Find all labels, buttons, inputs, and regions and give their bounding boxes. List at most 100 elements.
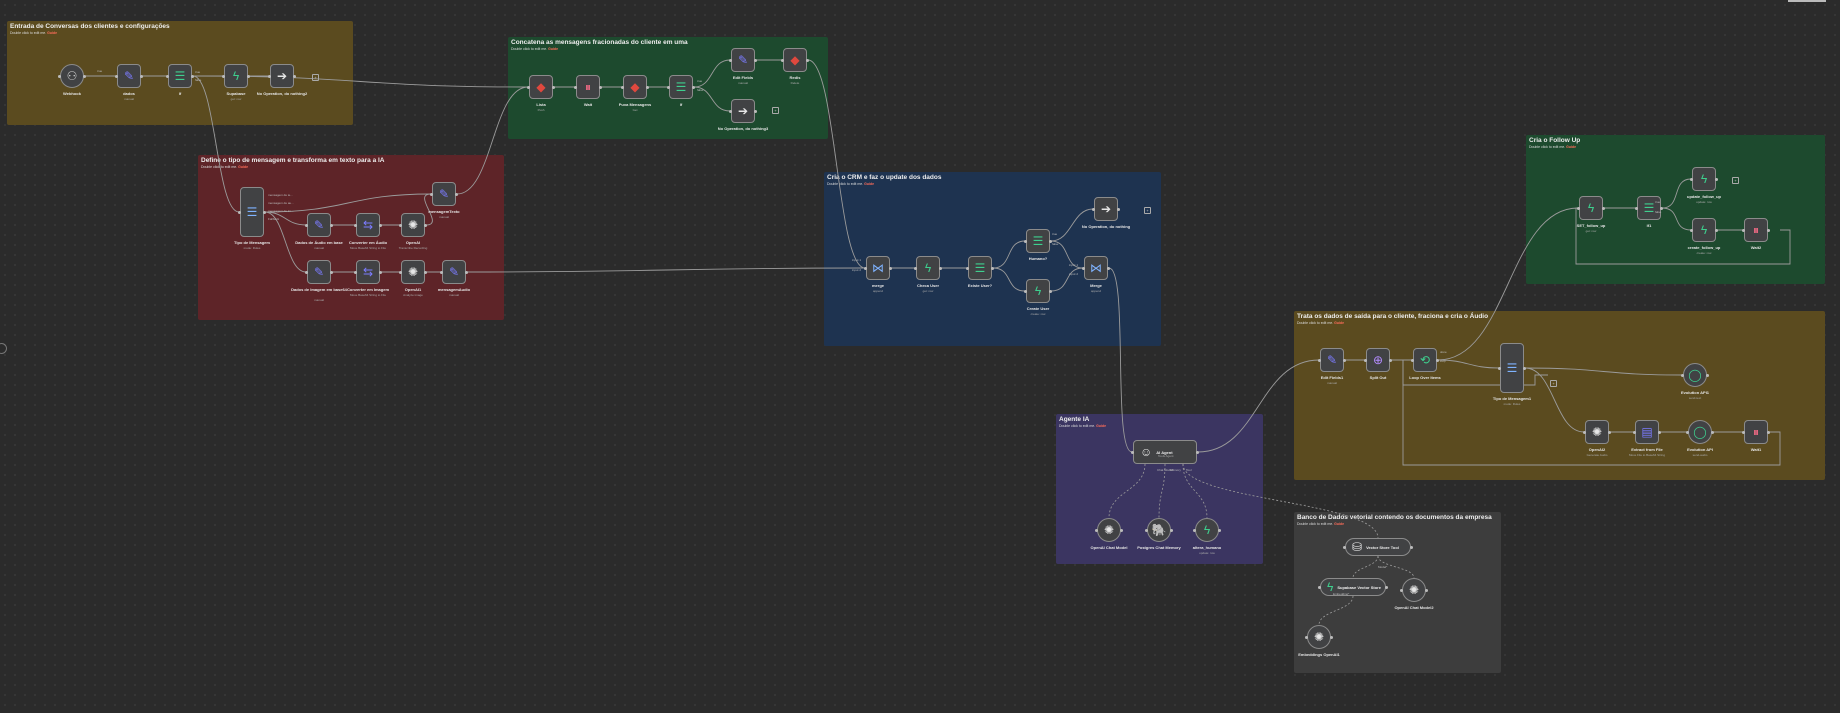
output-handle[interactable]	[1049, 289, 1052, 293]
input-handle[interactable]	[1193, 528, 1196, 532]
input-handle[interactable]	[914, 266, 917, 270]
output-handle[interactable]	[806, 58, 809, 62]
input-handle[interactable]	[268, 74, 271, 78]
output-handle[interactable]	[1425, 588, 1428, 592]
output-handle[interactable]	[465, 270, 468, 274]
input-handle[interactable]	[440, 270, 443, 274]
input-handle[interactable]	[430, 192, 433, 196]
input-handle[interactable]	[1411, 358, 1414, 362]
input-handle[interactable]	[1318, 358, 1321, 362]
output-handle[interactable]	[263, 210, 266, 214]
node-redis[interactable]: ◆	[783, 48, 807, 72]
input-handle[interactable]	[729, 58, 732, 62]
input-handle[interactable]	[354, 270, 357, 274]
input-handle[interactable]	[966, 266, 969, 270]
output-handle[interactable]	[1436, 358, 1439, 362]
output-handle[interactable]	[293, 74, 296, 78]
node-chatmodel[interactable]: ✺	[1097, 518, 1121, 542]
input-handle[interactable]	[1024, 289, 1027, 293]
input-handle[interactable]	[1686, 430, 1689, 434]
node-openai3[interactable]: ✺	[1585, 420, 1609, 444]
input-handle[interactable]	[1092, 207, 1095, 211]
add-node-button[interactable]: +	[1550, 380, 1557, 387]
output-handle[interactable]	[552, 85, 555, 89]
input-handle[interactable]	[1024, 239, 1027, 243]
node-noop2[interactable]: ➔	[731, 99, 755, 123]
input-handle[interactable]	[1305, 635, 1308, 639]
input-handle[interactable]	[1577, 206, 1580, 210]
node-createfollow[interactable]: ϟ	[1692, 218, 1716, 242]
input-handle[interactable]	[399, 223, 402, 227]
output-handle[interactable]	[1767, 228, 1770, 232]
output-handle[interactable]	[1608, 430, 1611, 434]
node-loop[interactable]: ⟲	[1413, 348, 1437, 372]
input-handle[interactable]	[1742, 430, 1745, 434]
node-dados[interactable]: ✎	[117, 64, 141, 88]
output-handle[interactable]	[424, 223, 427, 227]
input-handle[interactable]	[667, 85, 670, 89]
output-handle[interactable]	[379, 223, 382, 227]
output-handle[interactable]	[1107, 266, 1110, 270]
input-handle[interactable]	[729, 109, 732, 113]
output-handle[interactable]	[939, 266, 942, 270]
input-handle[interactable]	[781, 58, 784, 62]
output-handle[interactable]	[1711, 430, 1714, 434]
input-handle[interactable]	[399, 270, 402, 274]
node-openai1[interactable]: ✺	[401, 213, 425, 237]
node-merge1[interactable]: ⋈	[866, 256, 890, 280]
input-handle[interactable]	[621, 85, 624, 89]
node-openai2[interactable]: ✺	[401, 260, 425, 284]
output-handle[interactable]	[599, 85, 602, 89]
input-handle[interactable]	[1583, 430, 1586, 434]
node-memory[interactable]: 🐘	[1147, 518, 1171, 542]
node-if3[interactable]: ☰	[1637, 196, 1661, 220]
input-handle[interactable]	[166, 74, 169, 78]
input-handle[interactable]	[1681, 373, 1684, 377]
node-editfields[interactable]: ✎	[731, 48, 755, 72]
node-existeuser[interactable]: ☰	[968, 256, 992, 280]
input-handle[interactable]	[1318, 585, 1321, 589]
output-handle[interactable]	[83, 74, 86, 78]
output-handle[interactable]	[140, 74, 143, 78]
output-handle[interactable]	[1385, 585, 1388, 589]
node-setfollow[interactable]: ϟ	[1579, 196, 1603, 220]
output-handle[interactable]	[754, 109, 757, 113]
node-merge2[interactable]: ⋈	[1084, 256, 1108, 280]
input-handle[interactable]	[1498, 366, 1501, 370]
node-webhook[interactable]: ⚇	[60, 64, 84, 88]
output-handle[interactable]	[1330, 635, 1333, 639]
node-wait2[interactable]: ⏸	[1744, 218, 1768, 242]
output-handle[interactable]	[1196, 450, 1199, 454]
output-handle[interactable]	[889, 266, 892, 270]
input-handle[interactable]	[115, 74, 118, 78]
node-dadosimg[interactable]: ✎	[307, 260, 331, 284]
input-handle[interactable]	[1364, 358, 1367, 362]
output-handle[interactable]	[1715, 228, 1718, 232]
input-handle[interactable]	[1131, 450, 1134, 454]
node-extract[interactable]: ▤	[1635, 420, 1659, 444]
node-msgaudio[interactable]: ✎	[442, 260, 466, 284]
node-puxa[interactable]: ◆	[623, 75, 647, 99]
input-handle[interactable]	[1095, 528, 1098, 532]
input-handle[interactable]	[864, 266, 867, 270]
input-handle[interactable]	[305, 223, 308, 227]
output-handle[interactable]	[1767, 430, 1770, 434]
input-handle[interactable]	[305, 270, 308, 274]
node-vectortool[interactable]: ⛁Vector Store Tool	[1345, 538, 1411, 556]
add-node-button[interactable]: +	[772, 107, 779, 114]
node-altera[interactable]: ϟ	[1195, 518, 1219, 542]
node-updatefollow[interactable]: ϟ	[1692, 167, 1716, 191]
output-handle[interactable]	[754, 58, 757, 62]
node-dadosaudio[interactable]: ✎	[307, 213, 331, 237]
node-lista[interactable]: ◆	[529, 75, 553, 99]
input-handle[interactable]	[1633, 430, 1636, 434]
output-handle[interactable]	[1343, 358, 1346, 362]
input-handle[interactable]	[238, 210, 241, 214]
output-handle[interactable]	[1410, 545, 1413, 549]
node-tipo2[interactable]: ☰	[1500, 343, 1524, 393]
node-noop3[interactable]: ➔	[1094, 197, 1118, 221]
node-editfields2[interactable]: ✎	[1320, 348, 1344, 372]
input-handle[interactable]	[1400, 588, 1403, 592]
